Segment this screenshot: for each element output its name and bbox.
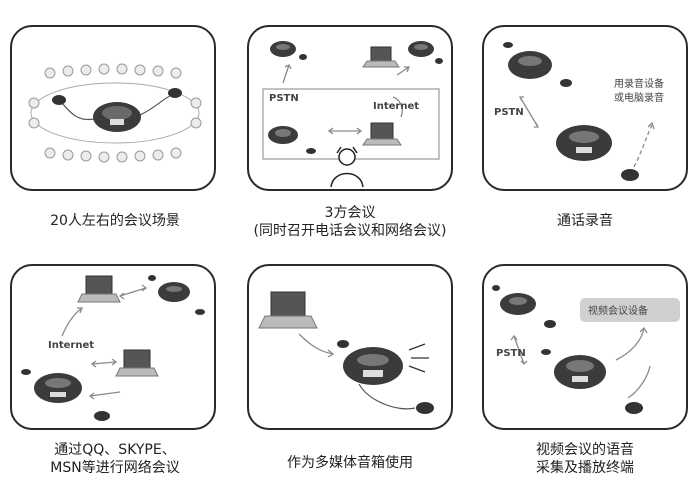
three-way-illustration: PSTN Internet xyxy=(262,41,443,188)
record-device-label: 用录音设备 xyxy=(614,77,664,90)
call-recording-illustration: PSTN 用录音设备 或电脑录音 xyxy=(494,42,664,181)
internet-label: Internet xyxy=(373,101,419,112)
caption-meeting-scene: 20人左右的会议场景 xyxy=(50,213,180,229)
panel-multimedia-speaker xyxy=(247,264,453,430)
laptop-icon xyxy=(362,122,402,146)
internet-meeting-illustration: Internet xyxy=(21,275,205,421)
record-computer-label: 或电脑录音 xyxy=(614,91,664,104)
phone-icon xyxy=(268,126,316,154)
multimedia-speaker-illustration xyxy=(258,291,434,414)
laptop-icon xyxy=(258,291,318,329)
extension-mic-icon xyxy=(52,95,66,105)
person-icon xyxy=(330,146,364,188)
panel-call-recording: PSTN 用录音设备 或电脑录音 xyxy=(482,25,688,191)
video-device-label: 视频会议设备 xyxy=(588,304,648,317)
laptop-icon xyxy=(362,46,400,68)
conference-phone-icon xyxy=(503,42,572,87)
conference-phone-icon xyxy=(21,369,110,421)
conference-phone-icon xyxy=(541,349,643,414)
panel-video-conference-audio: 视频会议设备 PSTN xyxy=(482,264,688,430)
phone-icon xyxy=(408,41,443,64)
panel-three-way-conference: PSTN Internet xyxy=(247,25,453,191)
laptop-icon xyxy=(115,349,159,377)
phone-icon xyxy=(270,41,307,60)
caption-three-way-conference: 3方会议 (同时召开电话会议和网络会议) xyxy=(253,205,447,239)
caption-multimedia-speaker: 作为多媒体音箱使用 xyxy=(287,455,413,471)
conference-table-icon xyxy=(28,63,202,163)
caption-video-conference-audio: 视频会议的语音 采集及播放终端 xyxy=(536,442,634,476)
panel-internet-meeting: Internet xyxy=(10,264,216,430)
laptop-icon xyxy=(77,275,121,303)
panel-meeting-scene xyxy=(10,25,216,191)
sound-wave-icon xyxy=(408,343,429,373)
caption-internet-meeting: 通过QQ、SKYPE、 MSN等进行网络会议 xyxy=(50,442,180,476)
meeting-scene-illustration xyxy=(28,63,202,163)
conference-phone-icon xyxy=(93,102,141,132)
pstn-label: PSTN xyxy=(494,107,524,118)
conference-phone-icon xyxy=(337,340,434,414)
phone-icon xyxy=(148,275,205,315)
phone-icon xyxy=(492,285,556,328)
conference-phone-icon xyxy=(556,125,639,181)
video-conference-illustration: 视频会议设备 PSTN xyxy=(492,285,680,414)
caption-call-recording: 通话录音 xyxy=(557,213,613,229)
pstn-label: PSTN xyxy=(269,93,299,104)
pstn-label: PSTN xyxy=(496,348,526,359)
video-device-badge xyxy=(580,298,680,322)
extension-mic-icon xyxy=(168,88,182,98)
internet-label: Internet xyxy=(48,340,94,351)
